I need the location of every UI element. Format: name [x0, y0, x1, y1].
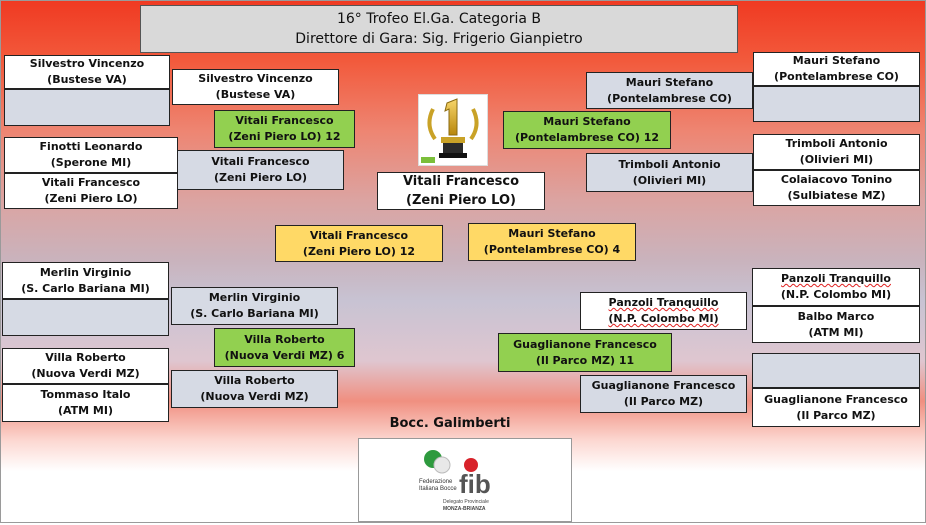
player-name: Villa Roberto [244, 332, 325, 346]
right-r1-slot-8: Guaglianone Francesco (Il Parco MZ) [752, 388, 920, 427]
player-club: (Bustese VA) [215, 88, 296, 101]
right-r1-slot-6: Balbo Marco (ATM MI) [752, 306, 920, 343]
logo-line4: MONZA-BRIANZA [443, 506, 486, 512]
player-name: Mauri Stefano [625, 75, 714, 89]
player-name: Panzoli Tranquillo [608, 296, 719, 309]
left-r2-slot-4: Villa Roberto (Nuova Verdi MZ) [171, 370, 338, 408]
player-club: (Bustese VA) [47, 73, 127, 86]
left-r1-slot-7: Villa Roberto (Nuova Verdi MZ) [2, 348, 169, 384]
player-club: (Zeni Piero LO) [214, 171, 307, 184]
player-club: (Zeni Piero LO) 12 [228, 130, 341, 143]
player-club: (N.P. Colombo MI) [780, 288, 892, 301]
right-r1-slot-2 [753, 86, 920, 122]
champion-box: Vitali Francesco (Zeni Piero LO) [377, 172, 545, 210]
player-club: (Il Parco MZ) [796, 408, 876, 422]
player-club: (Olivieri MI) [632, 173, 707, 187]
player-name: Vitali Francesco [309, 228, 409, 242]
fib-logo: fib Federazione Italiana Bocce Delegato … [358, 438, 572, 522]
player-name: Merlin Virginio [39, 265, 132, 279]
player-club: (Nuova Verdi MZ) 6 [224, 348, 345, 362]
player-name: Vitali Francesco [235, 114, 334, 127]
player-club: (Nuova Verdi MZ) [31, 367, 140, 380]
player-name: Guaglianone Francesco [513, 337, 657, 351]
left-r1-slot-3: Finotti Leonardo (Sperone MI) [4, 137, 178, 173]
player-name: Mauri Stefano [543, 115, 631, 128]
player-name: Mauri Stefano [508, 227, 596, 240]
player-name: Balbo Marco [797, 309, 875, 323]
left-r1-slot-5: Merlin Virginio (S. Carlo Bariana MI) [2, 262, 169, 299]
champion-club: (Zeni Piero LO) [406, 193, 516, 208]
player-name: Tommaso Italo [40, 388, 131, 401]
player-club: (Pontelambrese CO) 12 [514, 131, 660, 144]
left-r1-slot-1: Silvestro Vincenzo (Bustese VA) [4, 55, 170, 89]
player-name: Trimboli Antonio [785, 137, 888, 150]
player-club: (Pontelambrese CO) [774, 70, 899, 83]
player-club: (Sulbiatese MZ) [787, 189, 886, 202]
player-name: Mauri Stefano [792, 54, 881, 67]
player-name: Villa Roberto [214, 374, 295, 387]
right-semifinal-winner: Mauri Stefano (Pontelambrese CO) 4 [468, 223, 636, 261]
right-r3-winner-2: Guaglianone Francesco (Il Parco MZ) 11 [498, 333, 672, 372]
player-club: (Pontelambrese CO) [607, 91, 732, 105]
player-club: (S. Carlo Bariana MI) [190, 307, 319, 320]
player-name: Trimboli Antonio [618, 157, 721, 171]
left-r1-slot-8: Tommaso Italo (ATM MI) [2, 384, 169, 422]
player-club: (Olivieri MI) [799, 153, 874, 166]
left-r2-slot-2: Vitali Francesco (Zeni Piero LO) [177, 150, 344, 190]
header-line-2: Direttore di Gara: Sig. Frigerio Gianpie… [295, 31, 583, 47]
logo-line2: Italiana Bocce [419, 486, 457, 492]
trophy-icon [418, 94, 488, 166]
left-r3-winner-1: Vitali Francesco (Zeni Piero LO) 12 [214, 110, 355, 148]
right-r2-slot-4: Guaglianone Francesco (Il Parco MZ) [580, 375, 747, 413]
player-name: Silvestro Vincenzo [198, 72, 313, 85]
player-name: Guaglianone Francesco [764, 392, 908, 406]
champion-name: Vitali Francesco [402, 174, 520, 189]
player-club: (Zeni Piero LO) 12 [302, 244, 416, 258]
left-r1-slot-4: Vitali Francesco (Zeni Piero LO) [4, 173, 178, 209]
player-club: (Nuova Verdi MZ) [200, 390, 309, 403]
logo-line1: Federazione [419, 479, 453, 485]
player-name: Silvestro Vincenzo [29, 57, 145, 70]
right-r1-slot-1: Mauri Stefano (Pontelambrese CO) [753, 52, 920, 86]
footer-caption: Bocc. Galimberti [389, 416, 511, 431]
left-r1-slot-2 [4, 89, 170, 126]
player-name: Vitali Francesco [41, 176, 141, 189]
right-r2-slot-2: Trimboli Antonio (Olivieri MI) [586, 153, 753, 192]
player-club: (Pontelambrese CO) 4 [483, 243, 621, 256]
left-r3-winner-2: Villa Roberto (Nuova Verdi MZ) 6 [214, 328, 355, 367]
player-club: (Il Parco MZ) [623, 395, 704, 408]
right-r1-slot-7 [752, 353, 920, 388]
player-club: (Sperone MI) [50, 156, 132, 169]
player-name: Guaglianone Francesco [591, 379, 736, 392]
left-r1-slot-6 [2, 299, 169, 336]
player-club: (N.P. Colombo MI) [608, 312, 719, 325]
header-line-1: 16° Trofeo El.Ga. Categoria B [336, 11, 542, 27]
player-name: Finotti Leonardo [39, 140, 143, 153]
player-club: (S. Carlo Bariana MI) [21, 281, 150, 295]
logo-brand: fib [459, 469, 491, 499]
player-club: (ATM MI) [57, 404, 114, 417]
logo-line3: Delegato Provinciale [443, 499, 489, 505]
player-name: Merlin Virginio [208, 291, 301, 304]
player-name: Vitali Francesco [211, 155, 310, 168]
header-title-box: 16° Trofeo El.Ga. Categoria B Direttore … [140, 5, 738, 53]
right-r1-slot-4: Colaiacovo Tonino (Sulbiatese MZ) [753, 170, 920, 206]
player-club: (ATM MI) [808, 325, 864, 339]
left-r2-slot-1: Silvestro Vincenzo (Bustese VA) [172, 69, 339, 105]
player-club: (Il Parco MZ) 11 [535, 353, 635, 367]
right-r1-slot-3: Trimboli Antonio (Olivieri MI) [753, 134, 920, 170]
player-name: Villa Roberto [45, 351, 126, 364]
right-r2-slot-1: Mauri Stefano (Pontelambrese CO) [586, 72, 753, 109]
right-r2-slot-3: Panzoli Tranquillo (N.P. Colombo MI) [580, 292, 747, 330]
left-semifinal-winner: Vitali Francesco (Zeni Piero LO) 12 [275, 225, 443, 262]
right-r1-slot-5: Panzoli Tranquillo (N.P. Colombo MI) [752, 268, 920, 306]
player-name: Panzoli Tranquillo [781, 272, 891, 285]
left-r2-slot-3: Merlin Virginio (S. Carlo Bariana MI) [171, 287, 338, 325]
player-name: Colaiacovo Tonino [780, 173, 893, 186]
player-club: (Zeni Piero LO) [44, 192, 138, 205]
right-r3-winner-1: Mauri Stefano (Pontelambrese CO) 12 [503, 111, 671, 149]
